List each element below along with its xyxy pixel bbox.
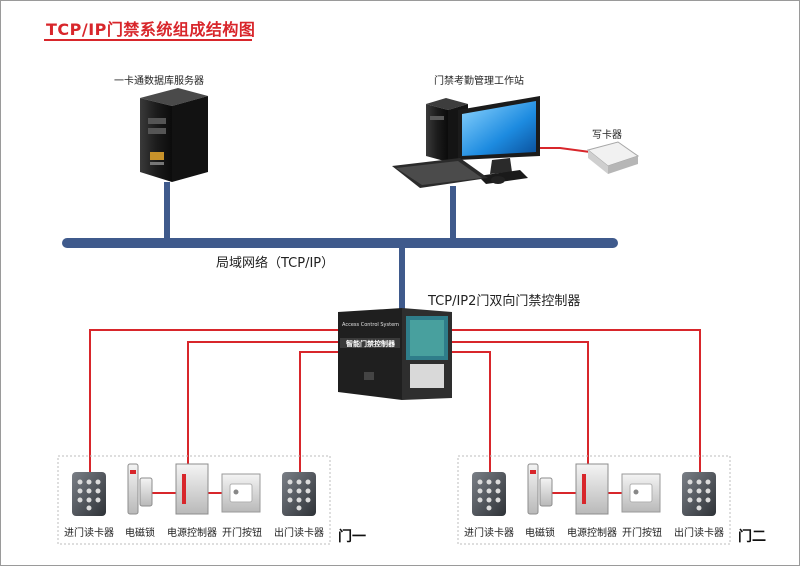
entry-reader-icon	[472, 472, 506, 516]
door1-entry-reader-label: 进门读卡器	[64, 528, 114, 539]
monitor-icon	[458, 96, 540, 184]
door2-entry-reader-label: 进门读卡器	[464, 528, 514, 539]
door1-magnetic-lock-label: 电磁锁	[125, 528, 155, 539]
door2-exit-reader-label: 出门读卡器	[674, 528, 724, 539]
card-writer-icon	[586, 141, 640, 174]
door2-magnetic-lock-label: 电磁锁	[525, 528, 555, 539]
door2-label: 门二	[738, 529, 766, 545]
door1-label: 门一	[338, 529, 366, 545]
controller-panel-label: 智能门禁控制器	[346, 339, 396, 348]
server-label: 一卡通数据库服务器	[114, 76, 204, 87]
controller-label: TCP/IP2门双向门禁控制器	[428, 294, 581, 309]
magnetic-lock-icon	[527, 463, 553, 515]
controller-icon: Access Control System 智能门禁控制器	[338, 308, 452, 400]
title-underline	[44, 39, 252, 41]
server-icon	[140, 88, 208, 182]
door-group-2	[457, 455, 731, 545]
workstation-label: 门禁考勤管理工作站	[434, 76, 524, 87]
power-controller-icon	[175, 463, 209, 515]
exit-button-icon	[221, 473, 261, 513]
page-title: TCP/IP门禁系统组成结构图	[46, 20, 256, 39]
controller-panel-top-text: Access Control System	[342, 322, 399, 328]
wiring	[89, 147, 701, 494]
entry-reader-icon	[72, 472, 106, 516]
magnetic-lock-icon	[127, 463, 153, 515]
door1-power-controller-label: 电源控制器	[167, 528, 217, 539]
network-bus	[62, 182, 618, 312]
door2-exit-button-label: 开门按钮	[622, 528, 662, 539]
keyboard-icon	[392, 158, 505, 188]
exit-button-icon	[621, 473, 661, 513]
exit-reader-icon	[282, 472, 316, 516]
door-group-1	[57, 455, 331, 545]
door1-exit-button-label: 开门按钮	[222, 528, 262, 539]
power-controller-icon	[575, 463, 609, 515]
network-label: 局域网络（TCP/IP）	[216, 256, 335, 271]
exit-reader-icon	[682, 472, 716, 516]
card-writer-label: 写卡器	[592, 130, 622, 141]
door1-exit-reader-label: 出门读卡器	[274, 528, 324, 539]
door2-power-controller-label: 电源控制器	[567, 528, 617, 539]
